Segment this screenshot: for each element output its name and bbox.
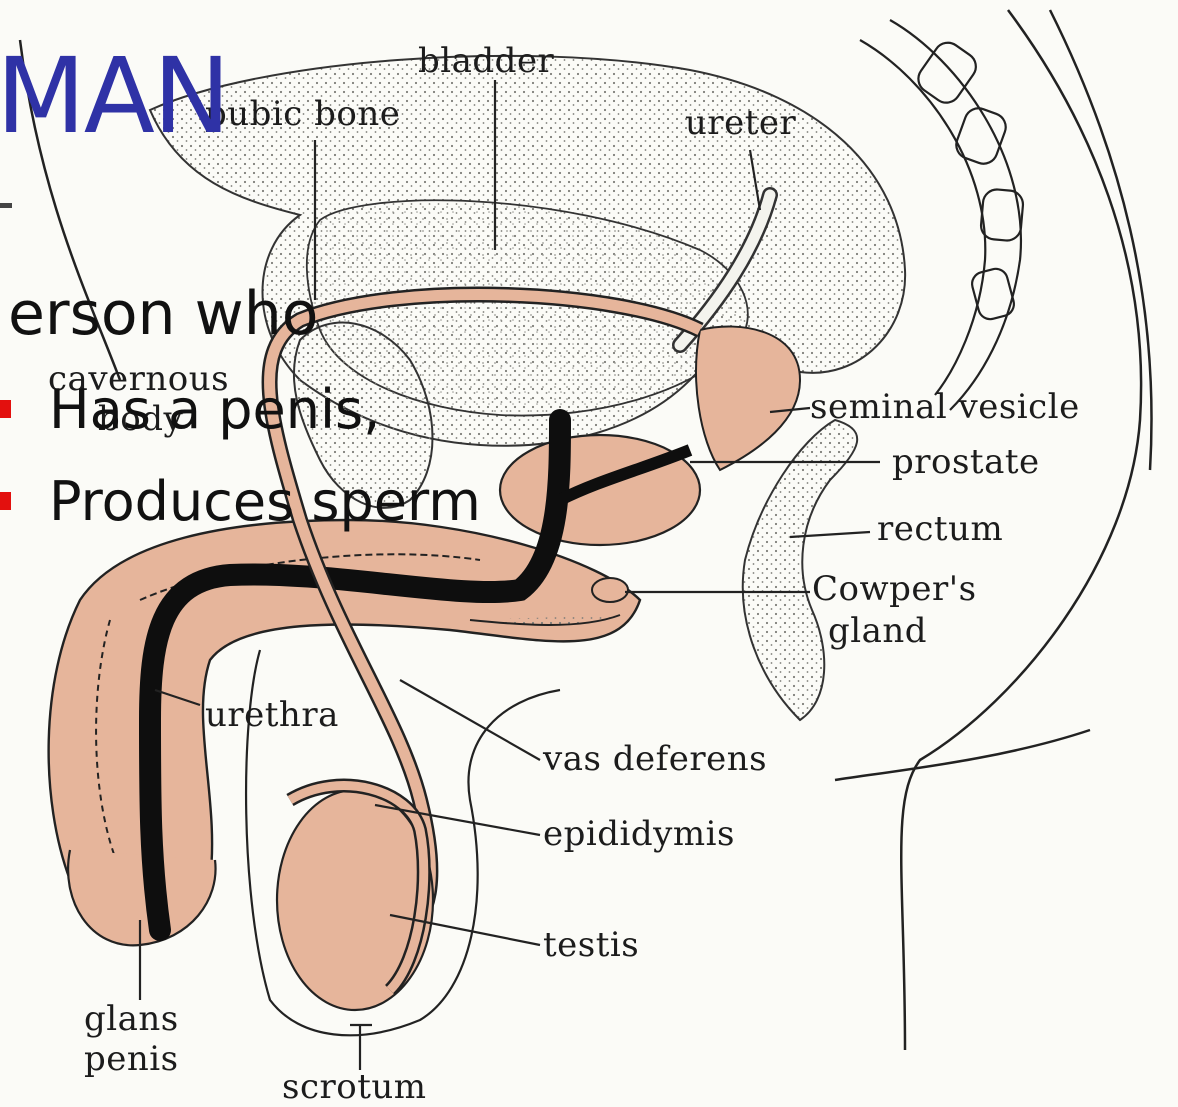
slide-title: MAN: [0, 40, 229, 152]
label-glans-penis-line1: glans: [84, 1000, 179, 1038]
bullet-item-1: Has a penis,: [0, 380, 380, 440]
bullet-marker-icon: [0, 400, 11, 418]
label-scrotum: scrotum: [282, 1068, 427, 1106]
cowpers-gland-shape: [592, 578, 628, 602]
label-urethra: urethra: [205, 696, 339, 734]
label-cowpers-gland-line1: Cowper's: [812, 570, 977, 608]
bullet-item-2: Produces sperm: [0, 472, 481, 532]
label-pubic-bone: pubic bone: [205, 95, 400, 133]
label-rectum: rectum: [877, 510, 1003, 548]
label-testis: testis: [543, 926, 639, 964]
label-ureter: ureter: [685, 104, 796, 142]
label-seminal-vesicle: seminal vesicle: [810, 388, 1080, 426]
seminal-vesicle-shape: [696, 327, 800, 470]
testis-shape: [277, 790, 433, 1010]
label-prostate: prostate: [892, 443, 1040, 481]
slide-lead-text: erson who: [8, 280, 318, 348]
label-vas-deferens: vas deferens: [543, 740, 767, 778]
label-bladder: bladder: [418, 42, 554, 80]
bullet-text-2: Produces sperm: [49, 470, 481, 533]
bullet-text-1: Has a penis,: [49, 378, 380, 441]
label-cowpers-gland-line2: gland: [828, 612, 927, 650]
bullet-marker-icon: [0, 492, 11, 510]
label-epididymis: epididymis: [543, 815, 735, 853]
label-glans-penis-line2: penis: [84, 1040, 179, 1078]
glans: [68, 850, 215, 945]
title-divider: [0, 203, 12, 208]
